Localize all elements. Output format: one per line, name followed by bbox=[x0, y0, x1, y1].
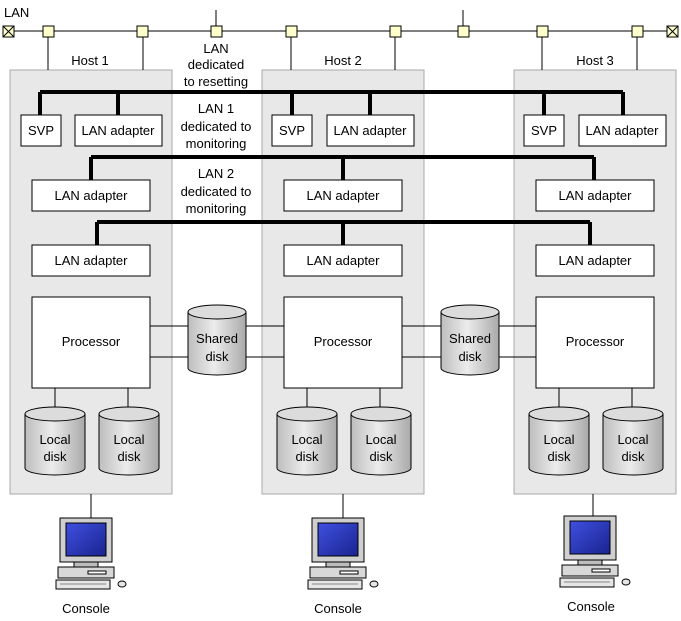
svg-text:disk: disk bbox=[621, 449, 645, 464]
lan-adapter-box bbox=[535, 244, 655, 277]
svp-label: SVP bbox=[279, 123, 305, 138]
local-disk-icon: Local disk bbox=[276, 406, 338, 476]
svg-text:Shared: Shared bbox=[196, 331, 238, 346]
lan2-label: LAN 2 bbox=[198, 166, 234, 181]
processor-box bbox=[535, 296, 655, 389]
lan-adapter-label: LAN adapter bbox=[307, 253, 381, 268]
lan-adapter-box bbox=[74, 114, 163, 147]
lan-adapter-label: LAN adapter bbox=[334, 123, 408, 138]
local-disk-icon: Local disk bbox=[24, 406, 86, 476]
svg-text:disk: disk bbox=[547, 449, 571, 464]
lan-node bbox=[42, 25, 55, 38]
lan-adapter-label: LAN adapter bbox=[559, 253, 633, 268]
lan-adapter-box bbox=[31, 244, 151, 277]
lan-node bbox=[536, 25, 549, 38]
lan-node bbox=[631, 25, 644, 38]
lan1-label: monitoring bbox=[186, 136, 247, 151]
svp-label: SVP bbox=[28, 123, 54, 138]
shared-disk-icon: Shared disk bbox=[187, 304, 247, 376]
lan-reset-label: dedicated bbox=[188, 57, 244, 72]
lan-terminator-right bbox=[666, 25, 679, 38]
svg-text:Local: Local bbox=[113, 432, 144, 447]
svg-text:Local: Local bbox=[39, 432, 70, 447]
svg-text:Local: Local bbox=[291, 432, 322, 447]
local-disk-icon: Local disk bbox=[98, 406, 160, 476]
lan-node bbox=[136, 25, 149, 38]
svg-text:Local: Local bbox=[617, 432, 648, 447]
lan-adapter-label: LAN adapter bbox=[586, 123, 660, 138]
lan-adapter-label: LAN adapter bbox=[559, 188, 633, 203]
svg-text:Shared: Shared bbox=[449, 331, 491, 346]
host-3: SVP LAN adapter LAN adapter LAN adapter … bbox=[523, 114, 667, 476]
lan-adapter-box bbox=[31, 179, 151, 212]
console-computer-icon bbox=[55, 517, 127, 590]
svg-text:disk: disk bbox=[295, 449, 319, 464]
host-2: SVP LAN adapter LAN adapter LAN adapter … bbox=[271, 114, 415, 476]
svg-text:Local: Local bbox=[365, 432, 396, 447]
lan-node bbox=[457, 25, 470, 38]
console-computer-icon bbox=[307, 517, 379, 590]
svg-text:disk: disk bbox=[458, 349, 482, 364]
lan-bus-2 bbox=[95, 220, 592, 246]
lan-terminator-left bbox=[2, 25, 15, 38]
local-disk-icon: Local disk bbox=[350, 406, 412, 476]
console-label: Console bbox=[62, 601, 110, 616]
svg-text:disk: disk bbox=[117, 449, 141, 464]
lan-adapter-box bbox=[535, 179, 655, 212]
shared-disk-icon: Shared disk bbox=[440, 304, 500, 376]
lan-adapter-label: LAN adapter bbox=[55, 188, 129, 203]
processor-label: Processor bbox=[314, 334, 373, 349]
processor-label: Processor bbox=[566, 334, 625, 349]
local-disk-icon: Local disk bbox=[602, 406, 664, 476]
lan-label: LAN bbox=[4, 5, 29, 20]
lan-node bbox=[389, 25, 402, 38]
lan-adapter-label: LAN adapter bbox=[307, 188, 381, 203]
svp-label: SVP bbox=[531, 123, 557, 138]
lan-adapter-label: LAN adapter bbox=[82, 123, 156, 138]
processor-label: Processor bbox=[62, 334, 121, 349]
svp-box bbox=[271, 114, 313, 147]
lan-adapter-box bbox=[283, 244, 403, 277]
lan-reset-label: LAN bbox=[203, 41, 228, 56]
lan-adapter-box bbox=[326, 114, 415, 147]
lan2-label: monitoring bbox=[186, 201, 247, 216]
processor-box bbox=[31, 296, 151, 389]
lan1-label: LAN 1 bbox=[198, 101, 234, 116]
lan1-bus bbox=[38, 90, 625, 117]
lan-adapter-box bbox=[283, 179, 403, 212]
host-title: Host 1 bbox=[71, 53, 109, 68]
lan-reset-label: to resetting bbox=[184, 74, 248, 89]
processor-box bbox=[283, 296, 403, 389]
lan-adapter-box bbox=[578, 114, 667, 147]
svp-box bbox=[20, 114, 62, 147]
lan-node bbox=[285, 25, 298, 38]
svg-text:disk: disk bbox=[369, 449, 393, 464]
svp-box bbox=[523, 114, 565, 147]
lan2-label: dedicated to bbox=[181, 184, 252, 199]
local-disk-icon: Local disk bbox=[528, 406, 590, 476]
lan2-bus bbox=[89, 155, 596, 181]
svg-text:Local: Local bbox=[543, 432, 574, 447]
lan-node bbox=[210, 25, 223, 38]
lan1-label: dedicated to bbox=[181, 119, 252, 134]
console-computer-icon bbox=[559, 515, 631, 588]
console-label: Console bbox=[314, 601, 362, 616]
host-title: Host 3 bbox=[576, 53, 614, 68]
svg-text:disk: disk bbox=[43, 449, 67, 464]
host-title: Host 2 bbox=[324, 53, 362, 68]
svg-text:disk: disk bbox=[205, 349, 229, 364]
console-label: Console bbox=[567, 599, 615, 614]
host-1: SVP LAN adapter LAN adapter LAN adapter … bbox=[20, 114, 163, 476]
lan-adapter-label: LAN adapter bbox=[55, 253, 129, 268]
